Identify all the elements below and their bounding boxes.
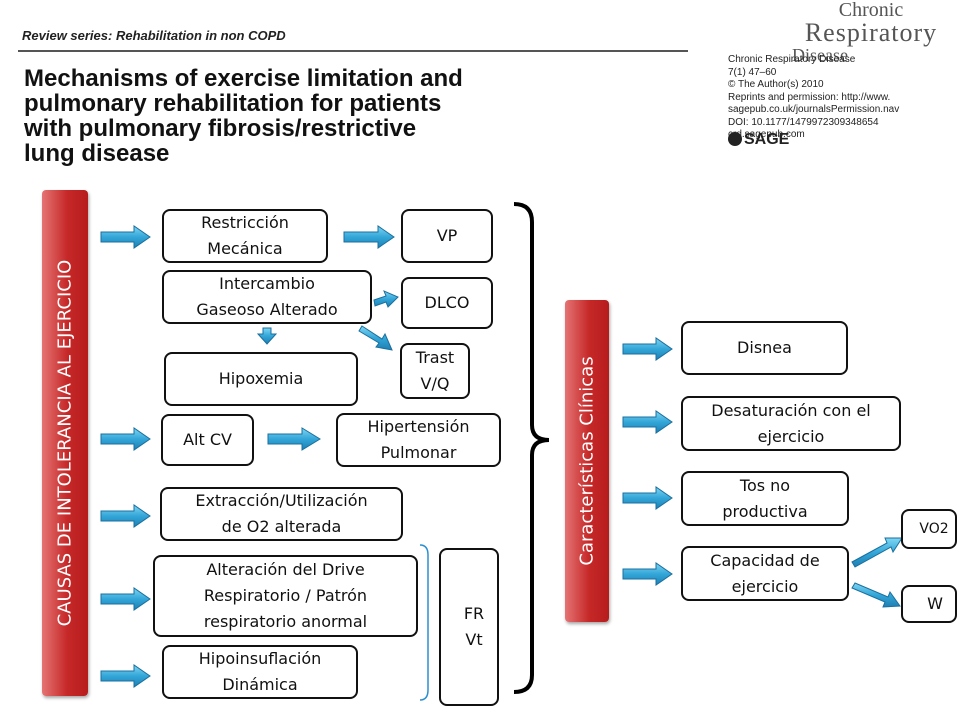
grouping-brace <box>513 202 550 694</box>
box-line: Hipoinsuflación <box>198 649 322 668</box>
box-line: productiva <box>722 501 808 521</box>
box-line: VP <box>436 226 458 245</box>
publisher-logo: SAGE <box>728 131 789 149</box>
box-extraccion: Extracción/Utilización de O2 alterada <box>160 487 403 541</box>
box-line: Alt CV <box>183 430 232 449</box>
reference-line: © The Author(s) 2010 <box>728 79 824 90</box>
sage-icon <box>728 132 742 146</box>
causes-label: CAUSAS DE INTOLERANCIA AL EJERCICIO <box>54 259 76 627</box>
box-line: Extracción/Utilización <box>195 491 368 510</box>
clinical-label-bar: Características Clínicas <box>565 300 609 622</box>
box-line: W <box>927 594 943 613</box>
arrow-icon <box>622 562 673 586</box>
box-line: Desaturación con el <box>711 400 871 420</box>
box-line: Tos no <box>739 475 791 495</box>
box-vp: VP <box>401 209 493 263</box>
box-vo2: VO2 <box>901 509 957 549</box>
reference-block: Chronic Respiratory Disease 7(1) 47–60 ©… <box>728 54 899 142</box>
arrow-icon <box>100 225 151 249</box>
box-tos-no-productiva: Tos no productiva <box>681 471 849 526</box>
box-line: Vt <box>465 630 483 649</box>
box-hipoxemia: Hipoxemia <box>164 352 358 406</box>
box-line: Capacidad de <box>710 550 820 570</box>
header-rule <box>18 50 688 52</box>
reference-line: Chronic Respiratory Disease <box>728 54 856 65</box>
box-disnea: Disnea <box>681 321 848 375</box>
arrow-icon <box>851 582 901 608</box>
box-line: Pulmonar <box>380 443 457 462</box>
title-line: Mechanisms of exercise limitation and <box>24 65 463 92</box>
arrow-icon <box>622 486 673 510</box>
box-line: Alteración del Drive <box>206 560 365 579</box>
reference-line: Reprints and permission: http://www. <box>728 91 891 103</box>
box-line: V/Q <box>420 374 450 393</box>
box-line: respiratorio anormal <box>203 612 368 631</box>
title-line: pulmonary rehabilitation for patients <box>24 90 442 117</box>
arrow-icon <box>100 504 151 528</box>
box-line: Dinámica <box>222 675 298 694</box>
box-line: Hipoxemia <box>218 369 304 388</box>
box-line: Restricción <box>201 213 289 232</box>
arrow-icon <box>373 290 399 308</box>
box-line: VO2 <box>919 521 949 537</box>
journal-name-2: Respiratory <box>804 18 938 47</box>
arrow-icon <box>100 427 151 451</box>
paper-title: Mechanisms of exercise limitation and pu… <box>24 66 704 166</box>
box-desaturacion: Desaturación con el ejercicio <box>681 396 901 451</box>
box-line: ejercicio <box>757 426 825 446</box>
journal-name-1: Chronic <box>838 0 904 21</box>
box-alt-cv: Alt CV <box>161 414 254 466</box>
box-line: Disnea <box>737 338 792 357</box>
box-line: Respiratorio / Patrón <box>203 586 368 605</box>
reference-line: crd.sagepub.com <box>728 129 805 140</box>
arrow-down-icon <box>256 327 278 345</box>
box-fr-vt: FR Vt <box>439 548 499 706</box>
box-line: de O2 alterada <box>221 517 342 536</box>
small-bracket <box>419 544 429 701</box>
box-capacidad-ejercicio: Capacidad de ejercicio <box>681 546 849 601</box>
series-label: Review series: Rehabilitation in non COP… <box>22 28 286 43</box>
reference-line: sagepub.co.uk/journalsPermission.nav <box>728 104 900 115</box>
reference-line: DOI: 10.1177/1479972309348654 <box>728 116 879 128</box>
title-line: lung disease <box>24 140 170 167</box>
box-line: Trast <box>415 348 455 367</box>
arrow-icon <box>100 664 151 688</box>
box-w: W <box>901 585 957 623</box>
box-line: Gaseoso Alterado <box>196 300 338 319</box>
causes-label-bar: CAUSAS DE INTOLERANCIA AL EJERCICIO <box>42 190 88 696</box>
arrow-icon <box>358 325 393 351</box>
box-line: ejercicio <box>731 576 799 596</box>
box-line: Intercambio <box>219 274 315 293</box>
clinical-label: Características Clínicas <box>576 356 598 566</box>
arrow-icon <box>343 225 395 249</box>
arrow-icon <box>622 410 673 434</box>
box-line: DLCO <box>424 293 470 312</box>
arrow-icon <box>851 537 903 568</box>
arrow-icon <box>267 427 321 451</box>
publisher-name: SAGE <box>744 131 790 148</box>
arrow-icon <box>622 337 673 361</box>
title-line: with pulmonary fibrosis/restrictive <box>24 115 417 142</box>
box-line: FR <box>463 604 485 623</box>
journal-logo: Chronic Respiratory Disease <box>786 0 956 64</box>
reference-line: 7(1) 47–60 <box>728 66 777 78</box>
journal-name-3: Disease <box>792 45 848 65</box>
arrow-icon <box>100 587 151 611</box>
box-dlco: DLCO <box>401 277 493 329</box>
box-line: Hipertensión <box>367 417 470 436</box>
box-line: Mecánica <box>207 239 283 258</box>
